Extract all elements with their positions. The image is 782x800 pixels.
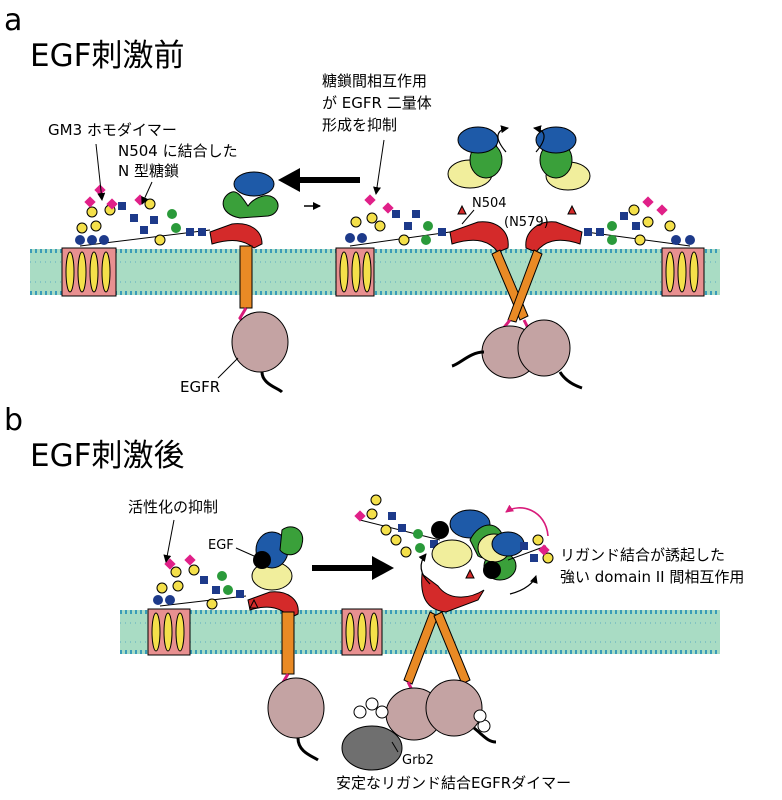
activation-arrow-b bbox=[312, 556, 394, 580]
phospho-site-b-3 bbox=[353, 705, 367, 719]
n504-glycan-label-line2: N 型糖鎖 bbox=[118, 162, 179, 180]
inhibit-pointer bbox=[373, 139, 385, 195]
panel-b-title: EGF刺激後 bbox=[30, 438, 184, 474]
egfr-tail-a-right bbox=[558, 371, 583, 390]
egfr-monomer-a bbox=[209, 171, 289, 394]
egfr-domain-II-b bbox=[279, 526, 304, 556]
glycosite-marker-a-right bbox=[567, 204, 577, 215]
glycan-tree-a-left bbox=[75, 184, 211, 247]
panel-a-letter: a bbox=[4, 3, 22, 38]
glycosite-marker-b bbox=[249, 598, 259, 609]
egfr-pointer bbox=[217, 357, 239, 379]
egf-ligand-b bbox=[253, 551, 271, 569]
glycan-tree-b-mid bbox=[354, 494, 441, 558]
big-right-arrowhead-b bbox=[372, 556, 394, 580]
site-n504-pointer bbox=[461, 209, 475, 225]
egf-label: EGF bbox=[208, 538, 234, 553]
gm3-cluster-a-mid bbox=[335, 247, 375, 297]
membrane-a-band bbox=[30, 249, 720, 295]
inhibit-label-line1: 糖鎖間相互作用 bbox=[322, 72, 427, 90]
egfr-tail-a bbox=[260, 371, 284, 394]
inhibit-label-line3: 形成を抑制 bbox=[322, 116, 397, 134]
rotation-arrow-a-right bbox=[533, 125, 545, 153]
gm3-cluster-b-left bbox=[147, 608, 191, 656]
egfr-domain-I-a bbox=[233, 171, 275, 197]
n504-glycan-pointer bbox=[141, 181, 153, 205]
egfr-domain-IV-a-left bbox=[449, 221, 509, 253]
grb2-protein bbox=[341, 725, 403, 771]
glycan-tree-a-mid bbox=[345, 194, 451, 247]
egfr-tail-b-right bbox=[473, 726, 497, 744]
gm3-homodimer-label: GM3 ホモダイマー bbox=[48, 121, 177, 139]
phospho-site-b-4 bbox=[365, 697, 379, 711]
phospho-site-b-2 bbox=[473, 709, 487, 723]
egfr-kinase-a bbox=[231, 311, 289, 373]
panel-a-title: EGF刺激前 bbox=[30, 38, 184, 74]
egfr-kinase-b-right bbox=[425, 679, 483, 737]
rotation-arrow-a-left bbox=[497, 125, 509, 153]
egfr-pair-a bbox=[447, 125, 591, 390]
egfr-tail-b bbox=[296, 737, 319, 762]
gm3-cluster-a-right bbox=[661, 247, 705, 297]
egfr-domain-I-b-right bbox=[491, 531, 525, 557]
egfr-domain-I-a-right bbox=[535, 126, 577, 154]
egfr-dimer-b bbox=[341, 504, 549, 771]
site-n504-label: N504 bbox=[472, 196, 507, 211]
glycan-tree-b-right bbox=[507, 534, 554, 564]
egfr-domain-IV-a-right bbox=[525, 221, 583, 253]
egfr-kinase-a-right bbox=[517, 319, 571, 377]
big-left-arrowhead-a bbox=[278, 168, 300, 192]
glycosite-marker-a-left bbox=[457, 204, 467, 215]
egfr-domain-II-a bbox=[222, 191, 279, 219]
phospho-site-b-5 bbox=[375, 705, 389, 719]
interaction-label-line1: リガンド結合が誘起した bbox=[560, 546, 725, 564]
egfr-transmembrane-b-left bbox=[403, 611, 439, 685]
site-n579-label: (N579) bbox=[504, 215, 549, 230]
egfr-domain-IV-b-left bbox=[421, 573, 485, 613]
equilibrium-arrows-a bbox=[278, 168, 360, 210]
egfr-transmembrane-a bbox=[239, 245, 253, 309]
glycosite-marker-b-dimer bbox=[465, 568, 475, 579]
egfr-label: EGFR bbox=[180, 378, 220, 396]
inhibit-label-line2: が EGFR 二量体 bbox=[322, 94, 432, 112]
egfr-transmembrane-a-right bbox=[507, 249, 543, 323]
grb2-pointer bbox=[391, 741, 399, 753]
rotation-arrow-b-left bbox=[418, 553, 431, 585]
gm3-cluster-a-left bbox=[61, 247, 117, 297]
egfr-domain-I-a-left bbox=[457, 126, 499, 154]
egfr-domain-III-b-left bbox=[431, 539, 473, 569]
gm3-cluster-b-mid bbox=[341, 608, 383, 656]
activation-inhibit-label: 活性化の抑制 bbox=[128, 498, 218, 516]
egfr-monomer-b bbox=[247, 526, 325, 762]
gm3-pointer bbox=[95, 143, 106, 201]
egfr-domain-IV-a bbox=[209, 223, 263, 249]
glycan-tree-b-left bbox=[153, 554, 247, 610]
egf-pointer bbox=[235, 547, 255, 557]
egf-ligand-b-left bbox=[431, 521, 449, 539]
glycan-tree-a-right bbox=[584, 196, 695, 247]
egf-ligand-b-right bbox=[483, 561, 501, 579]
rotation-arrow-b-right bbox=[509, 575, 538, 595]
interaction-label-line2: 強い domain II 間相互作用 bbox=[560, 568, 744, 586]
activation-inhibit-pointer bbox=[163, 519, 175, 563]
egfr-transmembrane-b bbox=[281, 611, 295, 675]
interaction-arrow-b bbox=[505, 504, 549, 537]
egfr-kinase-b bbox=[267, 677, 325, 739]
membrane-a bbox=[30, 249, 720, 295]
stable-dimer-caption: 安定なリガンド結合EGFRダイマー bbox=[336, 774, 571, 792]
grb2-label: Grb2 bbox=[402, 753, 434, 768]
panel-b-letter: b bbox=[4, 403, 23, 438]
egfr-tail-a-left bbox=[451, 350, 485, 368]
n504-glycan-label-line1: N504 に結合した bbox=[118, 142, 238, 160]
